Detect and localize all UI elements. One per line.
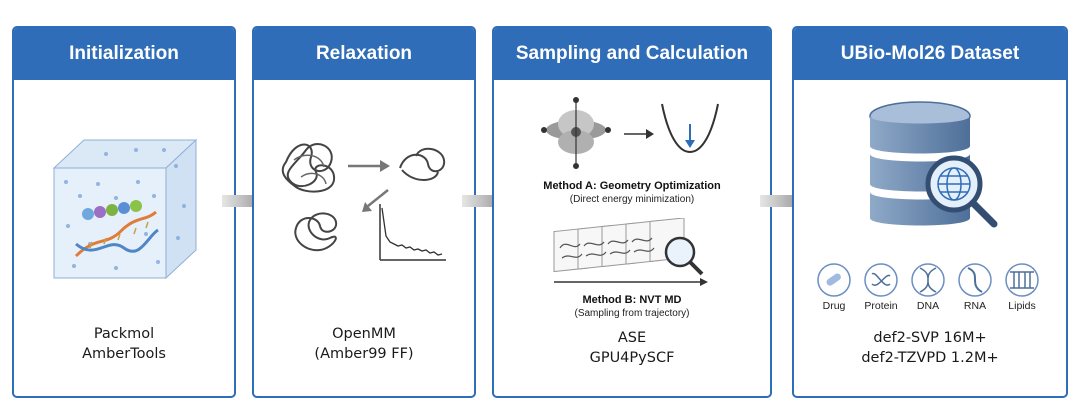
tool-ambertools: AmberTools (82, 346, 166, 362)
solvation-box-illustration (52, 138, 198, 280)
label-protein: Protein (864, 300, 898, 312)
label-rna: RNA (963, 300, 987, 312)
stage-title: Relaxation (254, 28, 474, 80)
method-b-title: Method B: NVT MD (582, 294, 682, 306)
molecule-type-icons (817, 263, 1039, 297)
tool-gpu4pyscf: GPU4PySCF (589, 350, 675, 366)
tool-ase: ASE (617, 330, 647, 346)
stage-tools: OpenMM (Amber99 FF) (254, 324, 474, 364)
tool-openmm: OpenMM (332, 326, 396, 342)
size-def2-tzvpd: def2-TZVPD 1.2M+ (861, 350, 999, 366)
stage-tools: ASE GPU4PySCF (494, 328, 770, 368)
database-icon (869, 101, 998, 228)
nvt-md-illustration (553, 218, 708, 286)
molecule-type-labels: Drug Protein DNA RNA Lipids (794, 300, 1066, 314)
stage-dataset: UBio-Mol26 Dataset Drug Protein (792, 26, 1068, 398)
stage-title: UBio-Mol26 Dataset (794, 28, 1066, 80)
stage-relaxation: Relaxation OpenMM (Amber99 FF) (252, 26, 476, 398)
stage-initialization: Initialization Packmol AmberTools (12, 26, 236, 398)
dataset-sizes: def2-SVP 16M+ def2-TZVPD 1.2M+ (794, 328, 1066, 368)
stage-title: Initialization (14, 28, 234, 80)
stage-title: Sampling and Calculation (494, 28, 770, 80)
relaxation-illustration (281, 143, 446, 261)
size-def2-svp: def2-SVP 16M+ (873, 330, 987, 346)
label-drug: Drug (822, 300, 846, 312)
method-b-subtitle: (Sampling from trajectory) (574, 308, 690, 319)
method-a-subtitle: (Direct energy minimization) (569, 194, 695, 205)
method-a-title: Method A: Geometry Optimization (543, 180, 721, 192)
tool-forcefield: (Amber99 FF) (314, 346, 414, 362)
geometry-optimization-illustration (541, 97, 719, 169)
tool-packmol: Packmol (93, 326, 155, 342)
label-dna: DNA (916, 300, 940, 312)
label-lipids: Lipids (1008, 300, 1036, 312)
stage-sampling: Sampling and Calculation Method A: Geome… (492, 26, 772, 398)
stage-tools: Packmol AmberTools (14, 324, 234, 364)
